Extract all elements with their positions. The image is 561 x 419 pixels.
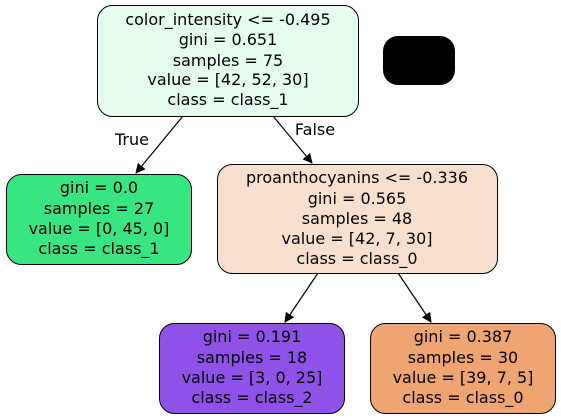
node-line: value = [42, 7, 30] <box>281 229 432 248</box>
tree-node-right-left: gini = 0.191 samples = 18 value = [3, 0,… <box>159 323 345 414</box>
node-line: class = class_0 <box>402 388 523 408</box>
tree-node-left: gini = 0.0 samples = 27 value = [0, 45, … <box>6 174 192 265</box>
node-line: gini = 0.565 <box>308 189 407 208</box>
node-box <box>370 323 556 414</box>
node-box <box>159 323 345 414</box>
node-line: class = class_1 <box>167 90 288 110</box>
node-line: class = class_0 <box>296 249 417 269</box>
node-line: value = [39, 7, 5] <box>393 368 534 387</box>
node-line: color_intensity <= -0.495 <box>125 10 330 30</box>
node-line: gini = 0.191 <box>203 327 302 346</box>
node-line: value = [42, 52, 30] <box>147 70 308 89</box>
node-line: value = [3, 0, 25] <box>182 368 323 387</box>
tree-node-root: color_intensity <= -0.495 gini = 0.651 s… <box>97 5 359 117</box>
tree-node-right: proanthocyanins <= -0.336 gini = 0.565 s… <box>217 164 498 274</box>
node-line: value = [0, 45, 0] <box>29 219 170 238</box>
black-color-box <box>383 36 455 85</box>
node-line: samples = 27 <box>44 199 154 218</box>
node-line: class = class_2 <box>191 388 312 408</box>
node-box <box>97 5 359 117</box>
node-line: proanthocyanins <= -0.336 <box>246 168 468 187</box>
node-line: class = class_1 <box>38 239 159 259</box>
edge-right-to-right-left <box>284 272 319 323</box>
true-edge-label: True <box>114 130 149 149</box>
tree-node-right-right: gini = 0.387 samples = 30 value = [39, 7… <box>370 323 556 414</box>
false-edge-label: False <box>295 120 335 139</box>
node-line: gini = 0.0 <box>60 178 138 197</box>
node-line: samples = 75 <box>173 51 283 70</box>
node-line: gini = 0.387 <box>414 327 513 346</box>
node-line: gini = 0.651 <box>179 30 278 49</box>
node-box <box>217 164 498 274</box>
edge-root-to-right <box>272 115 313 164</box>
node-line: samples = 30 <box>408 348 518 367</box>
edge-right-to-right-right <box>397 272 432 323</box>
node-line: samples = 18 <box>197 348 307 367</box>
edge-root-to-left <box>135 115 184 174</box>
node-box <box>6 174 192 265</box>
node-line: samples = 48 <box>302 209 412 228</box>
